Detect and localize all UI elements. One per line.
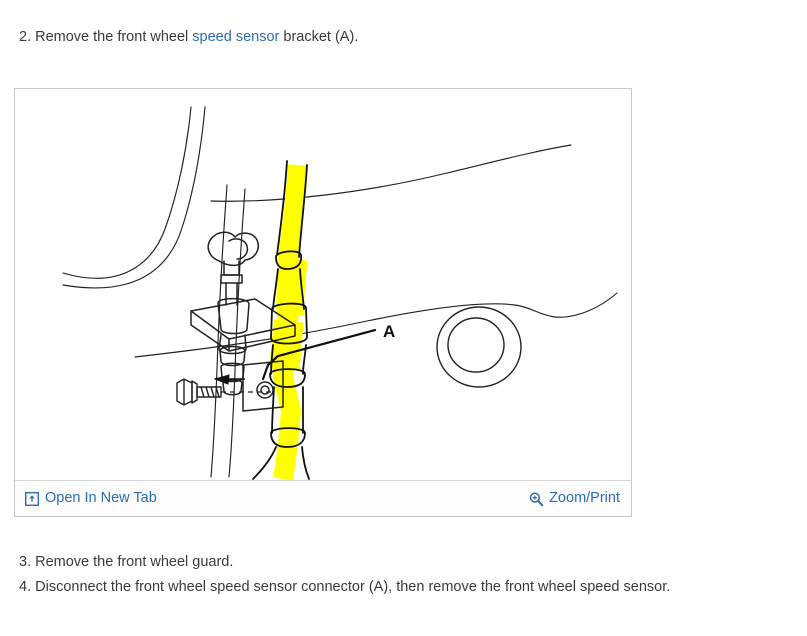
step-2-text-after: bracket (A). (279, 29, 359, 45)
speed-sensor-link[interactable]: speed sensor (192, 29, 280, 45)
step-4-text: Disconnect the front wheel speed sensor … (31, 579, 671, 595)
step-4-line: 4. Disconnect the front wheel speed sens… (19, 577, 670, 598)
open-in-new-tab-label: Open In New Tab (45, 490, 157, 507)
step-4-number: 4. (19, 579, 32, 595)
zoom-print-button[interactable]: Zoom/Print (529, 491, 620, 506)
step-2-line: 2. Remove the front wheel speed sensor b… (19, 27, 358, 48)
external-link-icon (25, 491, 39, 506)
zoom-print-label: Zoom/Print (549, 490, 620, 507)
steps-bottom: 3. Remove the front wheel guard. 4. Disc… (19, 552, 670, 602)
figure-illustration[interactable]: A (15, 89, 631, 480)
figure-toolbar: Open In New Tab Zoom/Print (15, 480, 631, 516)
magnifier-plus-icon (529, 491, 544, 506)
step-2-number: 2. (19, 29, 32, 45)
step-3-line: 3. Remove the front wheel guard. (19, 552, 670, 573)
step-3-text: Remove the front wheel guard. (31, 554, 234, 570)
callout-label-a: A (383, 322, 395, 341)
figure-panel: A Open In New Tab Z (14, 88, 632, 517)
step-3-number: 3. (19, 554, 32, 570)
open-in-new-tab-button[interactable]: Open In New Tab (25, 491, 157, 506)
step-2-text-before: Remove the front wheel (31, 29, 193, 45)
